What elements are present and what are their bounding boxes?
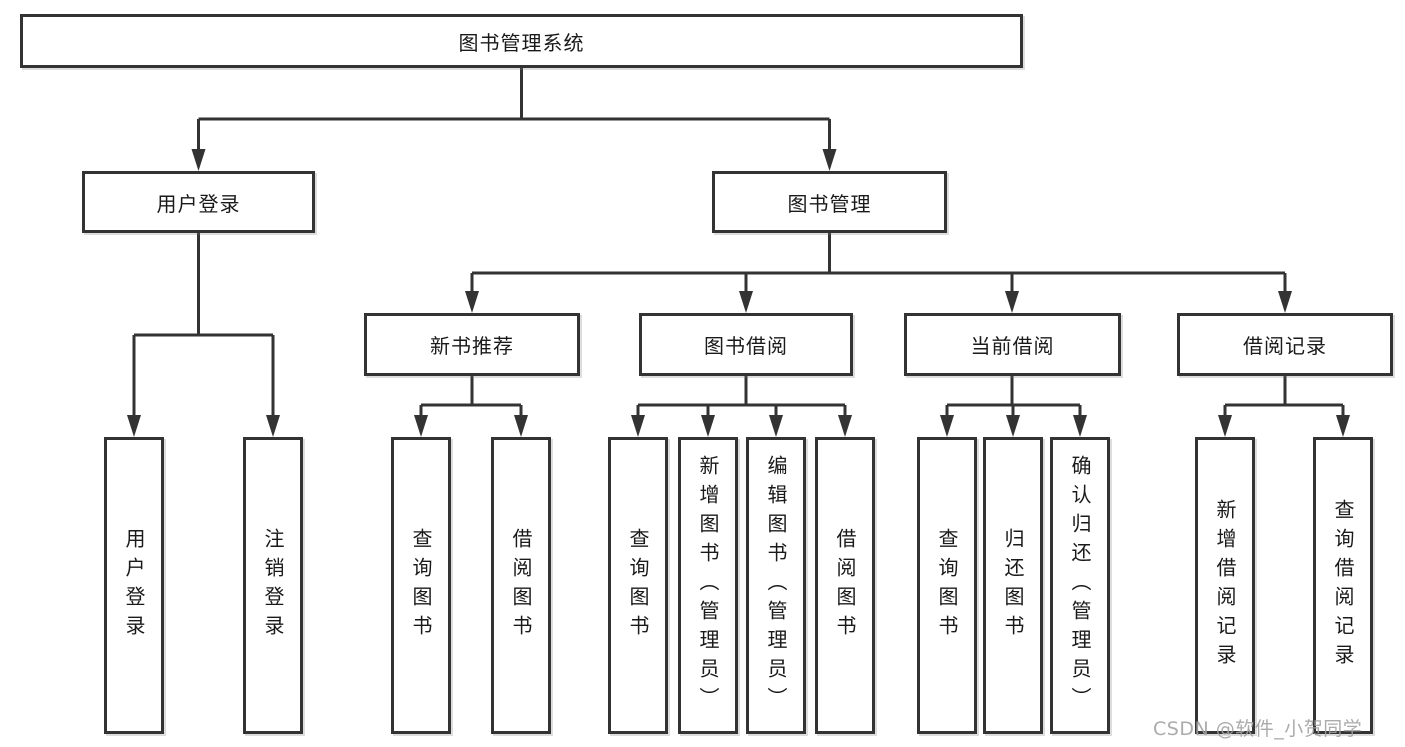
arrowhead — [1278, 291, 1292, 313]
edges-root — [191, 68, 837, 171]
arrowhead — [266, 415, 280, 437]
connector-path — [636, 376, 847, 418]
connector-path — [132, 233, 275, 418]
node-borrow-record: 借阅记录 — [1177, 313, 1393, 376]
arrowhead — [769, 415, 783, 437]
edges-book-borrow — [631, 376, 852, 437]
arrowhead — [822, 149, 837, 171]
leaf-borrow-book: 借阅图书 — [815, 437, 875, 734]
edges-borrow-record — [1218, 376, 1350, 437]
leaf-query-borrow-record: 查询借阅记录 — [1313, 437, 1373, 734]
arrowhead — [1336, 415, 1350, 437]
arrowhead — [414, 415, 428, 437]
node-current-borrow: 当前借阅 — [904, 313, 1121, 376]
arrowhead — [631, 415, 645, 437]
leaf-return-book: 归还图书 — [983, 437, 1043, 734]
arrowhead — [1005, 291, 1019, 313]
arrowhead — [1073, 415, 1087, 437]
connector-path — [419, 376, 523, 418]
edges-new-book-recommend — [414, 376, 528, 437]
leaf-confirm-return-admin: 确认归还（管理员） — [1050, 437, 1110, 734]
edges-current-borrow — [940, 376, 1087, 437]
node-new-book-recommend: 新书推荐 — [364, 313, 580, 376]
arrowhead — [465, 291, 479, 313]
node-user-login: 用户登录 — [82, 171, 315, 233]
leaf-add-borrow-record: 新增借阅记录 — [1195, 437, 1255, 734]
arrowhead — [127, 415, 141, 437]
edges-user-login — [127, 233, 280, 437]
leaf-logout: 注销登录 — [243, 437, 303, 734]
connector-path — [197, 68, 831, 152]
leaf-edit-book-admin: 编辑图书（管理员） — [746, 437, 806, 734]
watermark: CSDN @软件_小贺同学 — [1153, 718, 1363, 740]
arrowhead — [940, 415, 954, 437]
arrowhead — [1218, 415, 1232, 437]
arrowhead — [701, 415, 715, 437]
leaf-borrow-book-recommend: 借阅图书 — [491, 437, 551, 734]
node-book-borrow: 图书借阅 — [639, 313, 853, 376]
arrowhead — [1006, 415, 1020, 437]
leaf-add-book-admin: 新增图书（管理员） — [678, 437, 738, 734]
leaf-query-book-recommend: 查询图书 — [391, 437, 451, 734]
edges-book-management — [465, 233, 1292, 313]
connector-path — [1223, 376, 1345, 418]
node-root: 图书管理系统 — [20, 14, 1023, 68]
leaf-user-login: 用户登录 — [104, 437, 164, 734]
arrowhead — [191, 149, 206, 171]
leaf-query-book-current: 查询图书 — [917, 437, 977, 734]
node-book-management: 图书管理 — [712, 171, 947, 233]
arrowhead — [739, 291, 753, 313]
connector-path — [945, 376, 1082, 418]
leaf-query-book-borrow: 查询图书 — [608, 437, 668, 734]
arrowhead — [838, 415, 852, 437]
arrowhead — [514, 415, 528, 437]
connector-path — [470, 233, 1287, 295]
